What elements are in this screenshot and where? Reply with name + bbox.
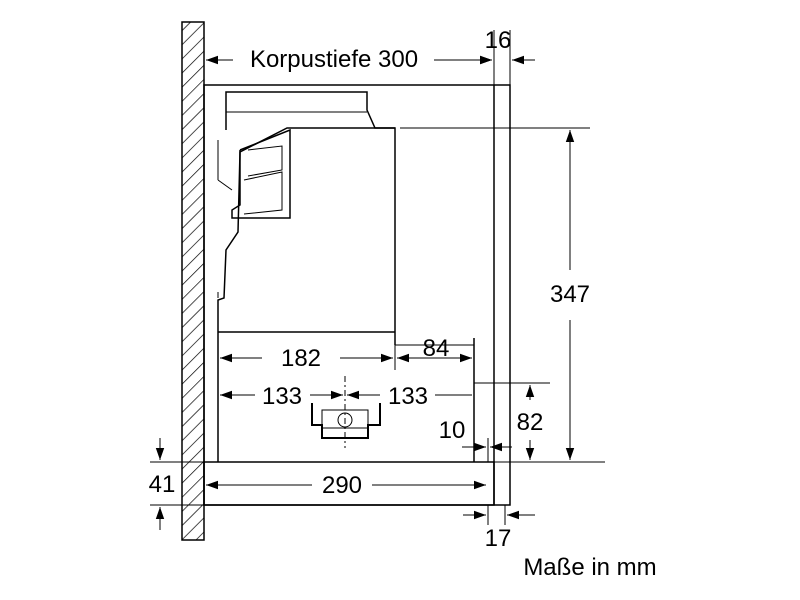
extension-lines [150,30,605,525]
cabinet-body [203,84,511,506]
dim-10: 10 [439,417,466,444]
dimension-lines [155,55,575,530]
dim-182: 182 [281,345,321,372]
units-caption: Maße in mm [523,554,656,581]
dim-133-right: 133 [388,383,428,410]
dim-17: 17 [485,525,512,552]
exhaust-connector [311,376,381,448]
dimension-labels: Korpustiefe 300 16 347 182 84 133 133 82… [149,27,590,552]
dim-16: 16 [485,27,512,54]
dim-84: 84 [423,335,450,362]
dim-82: 82 [517,409,544,436]
hood-unit [217,91,475,462]
dim-41: 41 [149,471,176,498]
dim-347: 347 [550,281,590,308]
dim-290: 290 [322,472,362,499]
dim-korpustiefe: Korpustiefe 300 [250,46,418,73]
dim-133-left: 133 [262,383,302,410]
